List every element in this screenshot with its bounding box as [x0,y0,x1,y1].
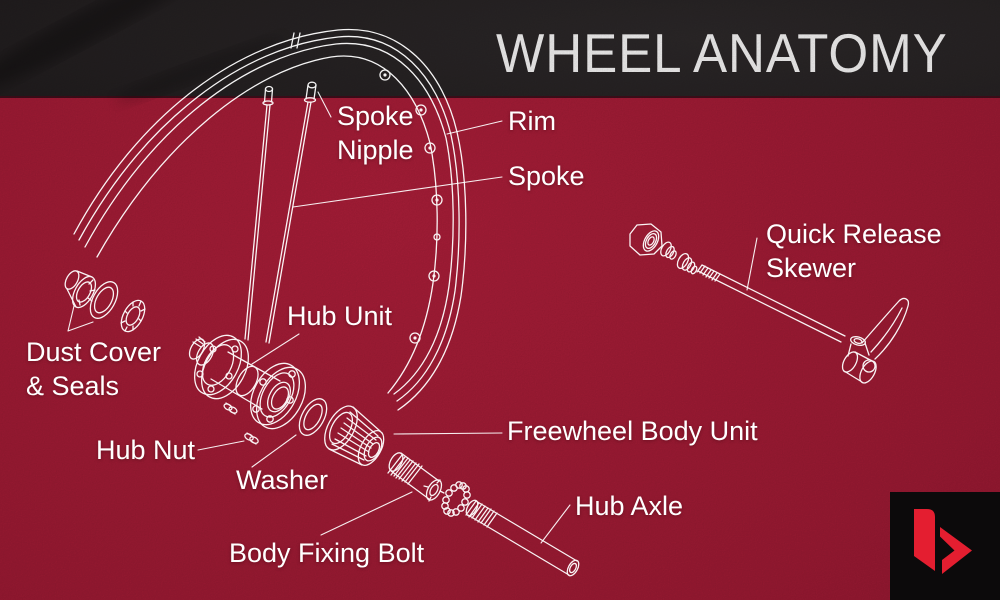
rim-illustration [73,28,467,411]
leader-washer [251,434,297,468]
label-hub-nut: Hub Nut [96,435,196,465]
hub-nut-illustration [223,402,259,445]
leader-rim [446,120,503,135]
leader-dust-cover [67,305,94,332]
band-smudge [0,0,201,91]
label-quick-release-skewer: Quick Release Skewer [766,219,942,283]
label-freewheel-body-unit: Freewheel Body Unit [507,416,758,446]
hub-unit-illustration [188,334,307,430]
leader-hub-unit [251,333,300,365]
hub-axle-illustration [465,499,580,577]
rim-eyelets [379,69,443,344]
label-hub-axle: Hub Axle [575,491,684,521]
label-hub-unit: Hub Unit [287,301,393,331]
leader-body-fixing-bolt [320,491,413,536]
spoke-illustration [244,81,317,344]
leader-quick-release [746,237,758,291]
label-body-fixing-bolt: Body Fixing Bolt [229,538,425,568]
logo-background [890,492,1000,600]
leader-lines [67,91,758,544]
label-rim: Rim [508,106,556,136]
washer-illustration [298,398,328,436]
leader-hub-nut [197,440,245,451]
brand-logo [890,492,1000,600]
dust-cover-seals-illustration [64,270,146,333]
leader-spoke [292,176,503,208]
freewheel-body-illustration [324,405,385,466]
leader-hub-axle [540,504,571,544]
label-dust-cover-seals: Dust Cover & Seals [26,337,162,401]
label-washer: Washer [236,465,329,495]
body-fixing-bolt-illustration [387,452,445,502]
bearing-ring-illustration [441,481,471,517]
bikeexchange-b-icon [914,509,935,571]
label-spoke-nipple: Spoke Nipple [337,101,414,165]
band-smudge [115,37,285,103]
leader-spoke-nipple [317,91,332,118]
leader-freewheel [393,432,503,435]
bikeexchange-b-icon [940,527,972,574]
label-spoke: Spoke [508,161,585,191]
quick-release-skewer-illustration [629,223,910,384]
